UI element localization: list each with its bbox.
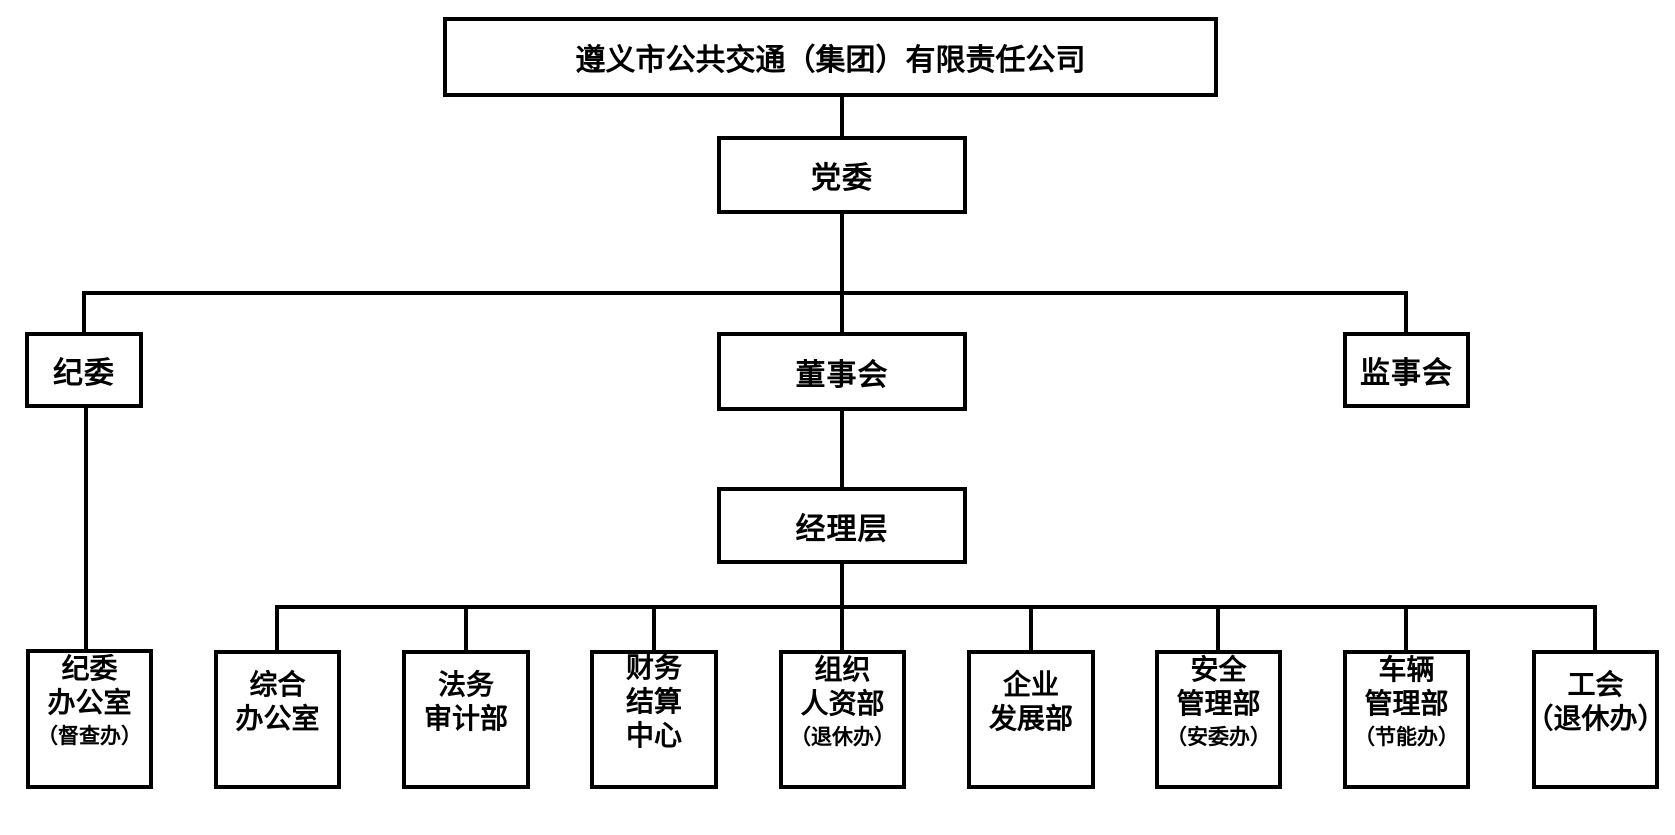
node-company-label: 遵义市公共交通（集团）有限责任公司 [575, 44, 1086, 77]
node-discipline-office: 纪委 办公室 （督查办） [26, 649, 153, 789]
connector-stub-legal-audit [464, 607, 468, 652]
node-finance-settlement-line1: 财务 [625, 652, 682, 684]
connector-stub-general-office [275, 607, 279, 652]
node-organization-hr: 组织 人资部 （退休办） [779, 650, 906, 789]
connector-board-management [840, 410, 844, 489]
connector-stub-labor-union [1593, 607, 1597, 652]
connector-discipline-office [84, 406, 88, 651]
node-party-committee: 党委 [717, 136, 967, 214]
node-organization-hr-line2: 人资部 [800, 688, 885, 720]
node-organization-hr-line1: 组织 [814, 654, 871, 686]
node-general-office-line2: 办公室 [235, 703, 320, 735]
node-finance-settlement: 财务 结算 中心 [590, 650, 718, 789]
node-enterprise-development-line1: 企业 [1002, 669, 1059, 701]
node-safety-management-line1: 安全 [1190, 654, 1247, 686]
node-board-of-directors: 董事会 [717, 332, 967, 411]
node-legal-audit-line2: 审计部 [423, 703, 508, 735]
node-supervisory-board-label: 监事会 [1360, 357, 1453, 390]
node-safety-management-subtitle: （安委办） [1166, 724, 1271, 749]
node-board-of-directors-label: 董事会 [795, 358, 889, 392]
node-discipline-office-line2: 办公室 [47, 688, 132, 719]
node-vehicle-management-line1: 车辆 [1378, 654, 1435, 686]
connector-stub-vehicle-management [1404, 607, 1408, 652]
node-discipline-office-subtitle: （督查办） [37, 724, 142, 748]
node-party-committee-label: 党委 [811, 162, 873, 195]
node-legal-audit: 法务 审计部 [402, 650, 530, 789]
node-general-office-line1: 综合 [249, 669, 306, 701]
node-supervisory-board: 监事会 [1343, 332, 1470, 408]
node-finance-settlement-line3: 中心 [625, 720, 682, 752]
node-safety-management: 安全 管理部 （安委办） [1155, 650, 1282, 789]
node-discipline-committee: 纪委 [25, 332, 143, 408]
node-organization-hr-subtitle: （退休办） [790, 724, 895, 749]
connector-party-board [840, 211, 844, 334]
connector-stub-supervisory [1404, 293, 1408, 334]
node-enterprise-development-line2: 发展部 [988, 703, 1073, 735]
node-general-office: 综合 办公室 [214, 650, 341, 789]
node-company: 遵义市公共交通（集团）有限责任公司 [443, 17, 1218, 97]
node-discipline-office-line1: 纪委 [61, 654, 118, 685]
node-labor-union-line2: （退休办） [1525, 703, 1666, 735]
node-discipline-committee-label: 纪委 [53, 357, 115, 390]
node-legal-audit-line1: 法务 [437, 669, 494, 701]
connector-level2-horizontal [82, 291, 1408, 295]
node-vehicle-management-line2: 管理部 [1364, 688, 1449, 720]
node-vehicle-management-subtitle: （节能办） [1354, 724, 1459, 749]
node-vehicle-management: 车辆 管理部 （节能办） [1343, 650, 1470, 789]
node-management-team: 经理层 [717, 487, 967, 564]
node-labor-union-line1: 工会 [1567, 669, 1624, 701]
node-safety-management-line2: 管理部 [1176, 688, 1261, 720]
node-enterprise-development: 企业 发展部 [967, 650, 1095, 789]
node-labor-union: 工会 （退休办） [1526, 650, 1666, 789]
node-management-team-label: 经理层 [795, 512, 889, 546]
connector-stub-discipline [82, 293, 86, 334]
connector-stub-safety-management [1216, 607, 1220, 652]
connector-stub-enterprise-development [1029, 607, 1033, 652]
connector-company-party [840, 95, 844, 138]
connector-stub-finance-settlement [652, 607, 656, 652]
node-finance-settlement-line2: 结算 [625, 686, 682, 718]
connector-departments-horizontal [275, 605, 1597, 609]
